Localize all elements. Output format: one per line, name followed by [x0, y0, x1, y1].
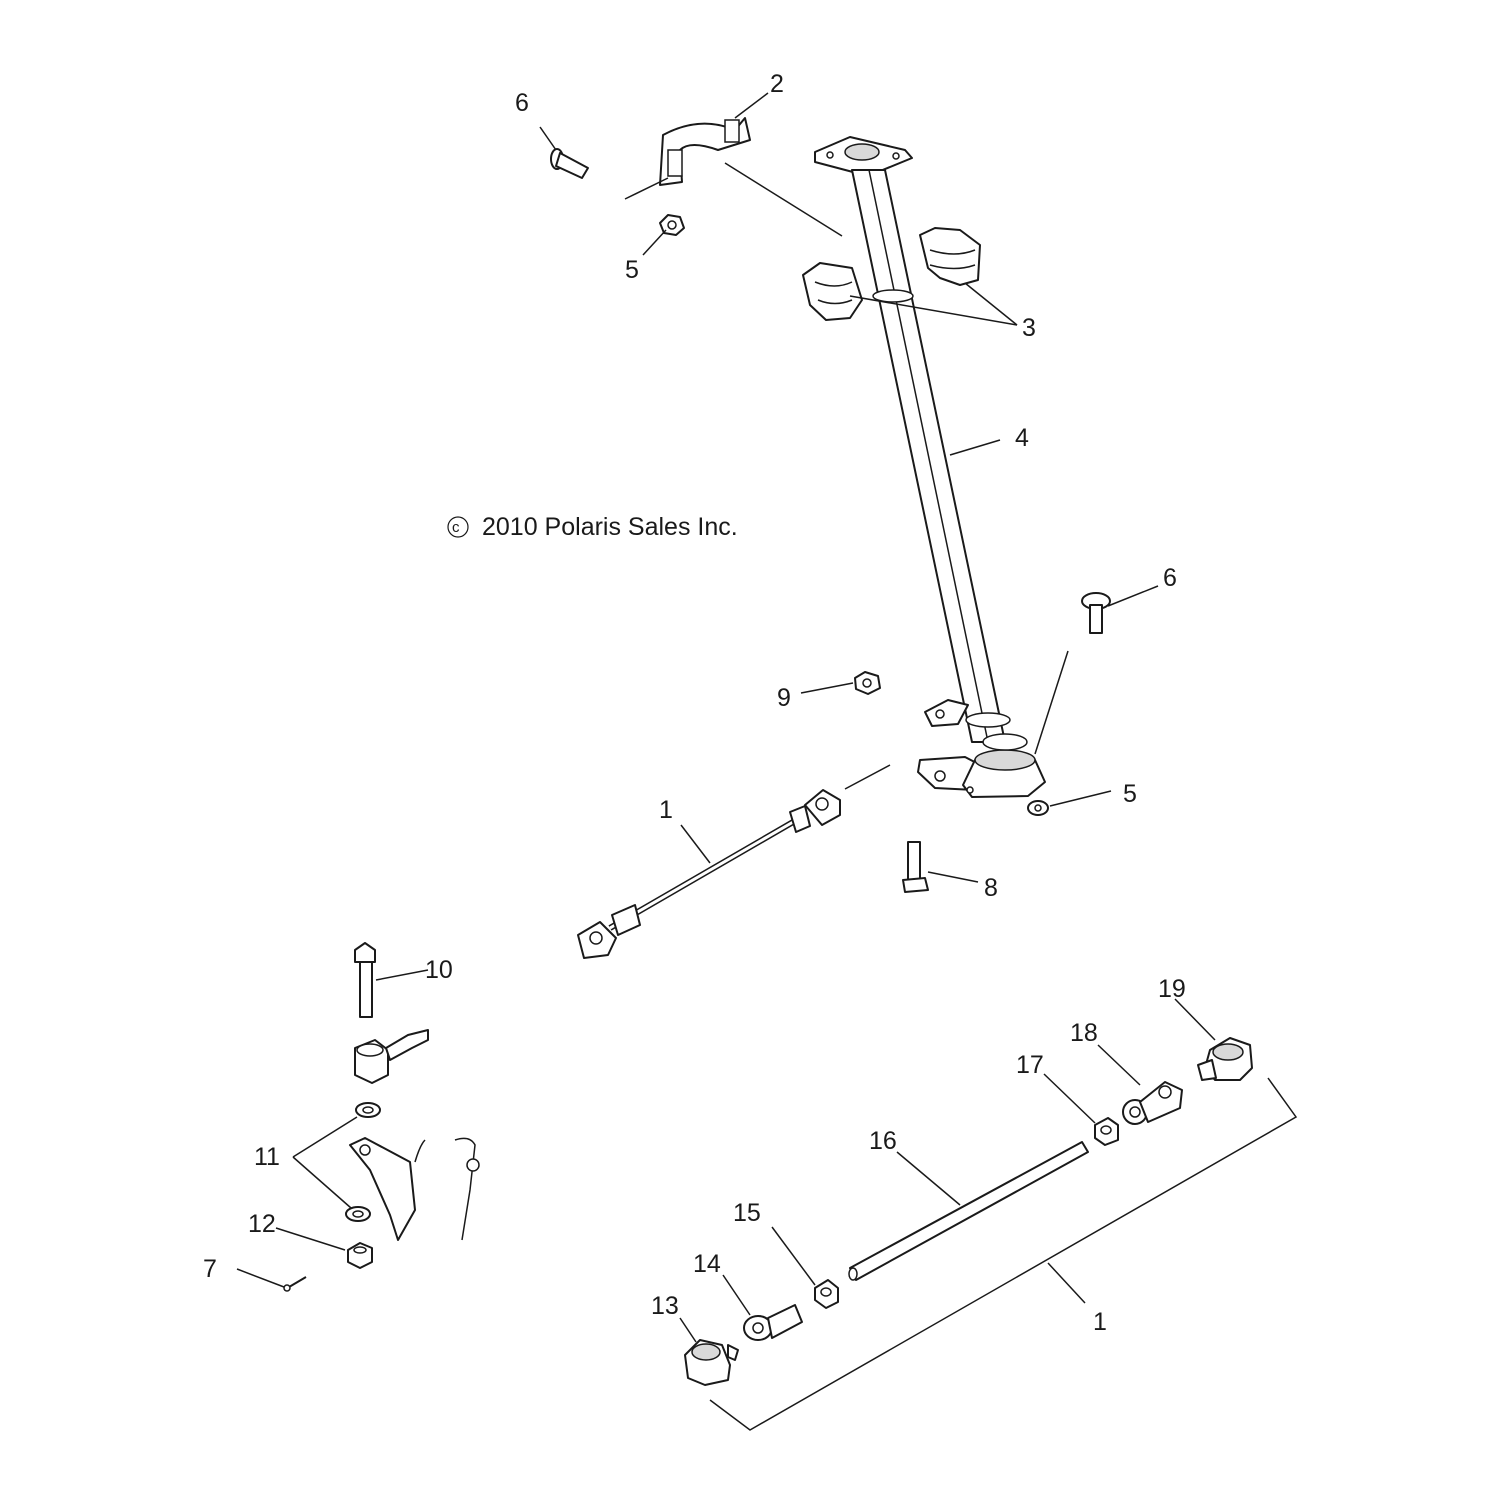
callout-labels: 6 2 5 3 4 6 9 5 1 8 10 11 12 7 19 18 17 …	[203, 70, 1186, 1336]
threaded-rod-16	[848, 1141, 1089, 1281]
callout-1-kit: 1	[1093, 1308, 1107, 1336]
washer-top	[355, 1102, 381, 1118]
callout-4: 4	[1015, 424, 1029, 452]
copyright-notice: c 2010 Polaris Sales Inc.	[447, 513, 738, 541]
rod-end-lower-left	[354, 1029, 429, 1084]
callout-15: 15	[733, 1199, 761, 1227]
callout-3: 3	[1022, 314, 1036, 342]
callout-7: 7	[203, 1255, 217, 1283]
bolt-10	[354, 942, 376, 1018]
callout-17: 17	[1016, 1051, 1044, 1079]
callout-2: 2	[770, 70, 784, 98]
leader-lines	[236, 92, 1298, 1431]
steering-post	[814, 136, 1046, 798]
callout-6-top: 6	[515, 89, 529, 117]
callout-11: 11	[254, 1143, 280, 1171]
bolt-right	[1081, 592, 1111, 634]
callout-5-bottom: 5	[1123, 780, 1137, 808]
callout-13: 13	[651, 1292, 679, 1320]
copyright-text: 2010 Polaris Sales Inc.	[482, 513, 738, 541]
bolt-8	[902, 841, 929, 893]
copyright-circle	[447, 516, 469, 538]
bushing-left	[802, 262, 863, 321]
tie-rod	[577, 789, 841, 959]
rod-end-13	[684, 1339, 739, 1386]
callout-19: 19	[1158, 975, 1186, 1003]
rod-end-14	[743, 1304, 803, 1341]
callout-14: 14	[693, 1250, 721, 1278]
rod-end-18	[1122, 1081, 1183, 1125]
callout-16: 16	[869, 1127, 897, 1155]
clamp	[659, 117, 751, 186]
callout-1-rod: 1	[659, 796, 673, 824]
jam-nut-17	[1094, 1117, 1119, 1146]
rod-end-19	[1197, 1037, 1253, 1081]
bushing-right	[919, 227, 981, 286]
callout-12: 12	[248, 1210, 276, 1238]
jam-nut-15	[814, 1279, 839, 1309]
spindle-arm	[349, 1137, 480, 1241]
callout-5-top: 5	[625, 256, 639, 284]
washer-bottom	[345, 1206, 371, 1222]
callout-18: 18	[1070, 1019, 1098, 1047]
nut-9	[854, 671, 881, 695]
copyright-symbol: c	[452, 519, 460, 536]
nut-12	[347, 1242, 373, 1269]
callout-8: 8	[984, 874, 998, 902]
callout-10: 10	[425, 956, 453, 984]
bolt-top	[550, 148, 589, 179]
callout-6-right: 6	[1163, 564, 1177, 592]
nut-bottom	[1027, 800, 1049, 816]
cotter-pin	[283, 1276, 307, 1292]
callout-9: 9	[777, 684, 791, 712]
